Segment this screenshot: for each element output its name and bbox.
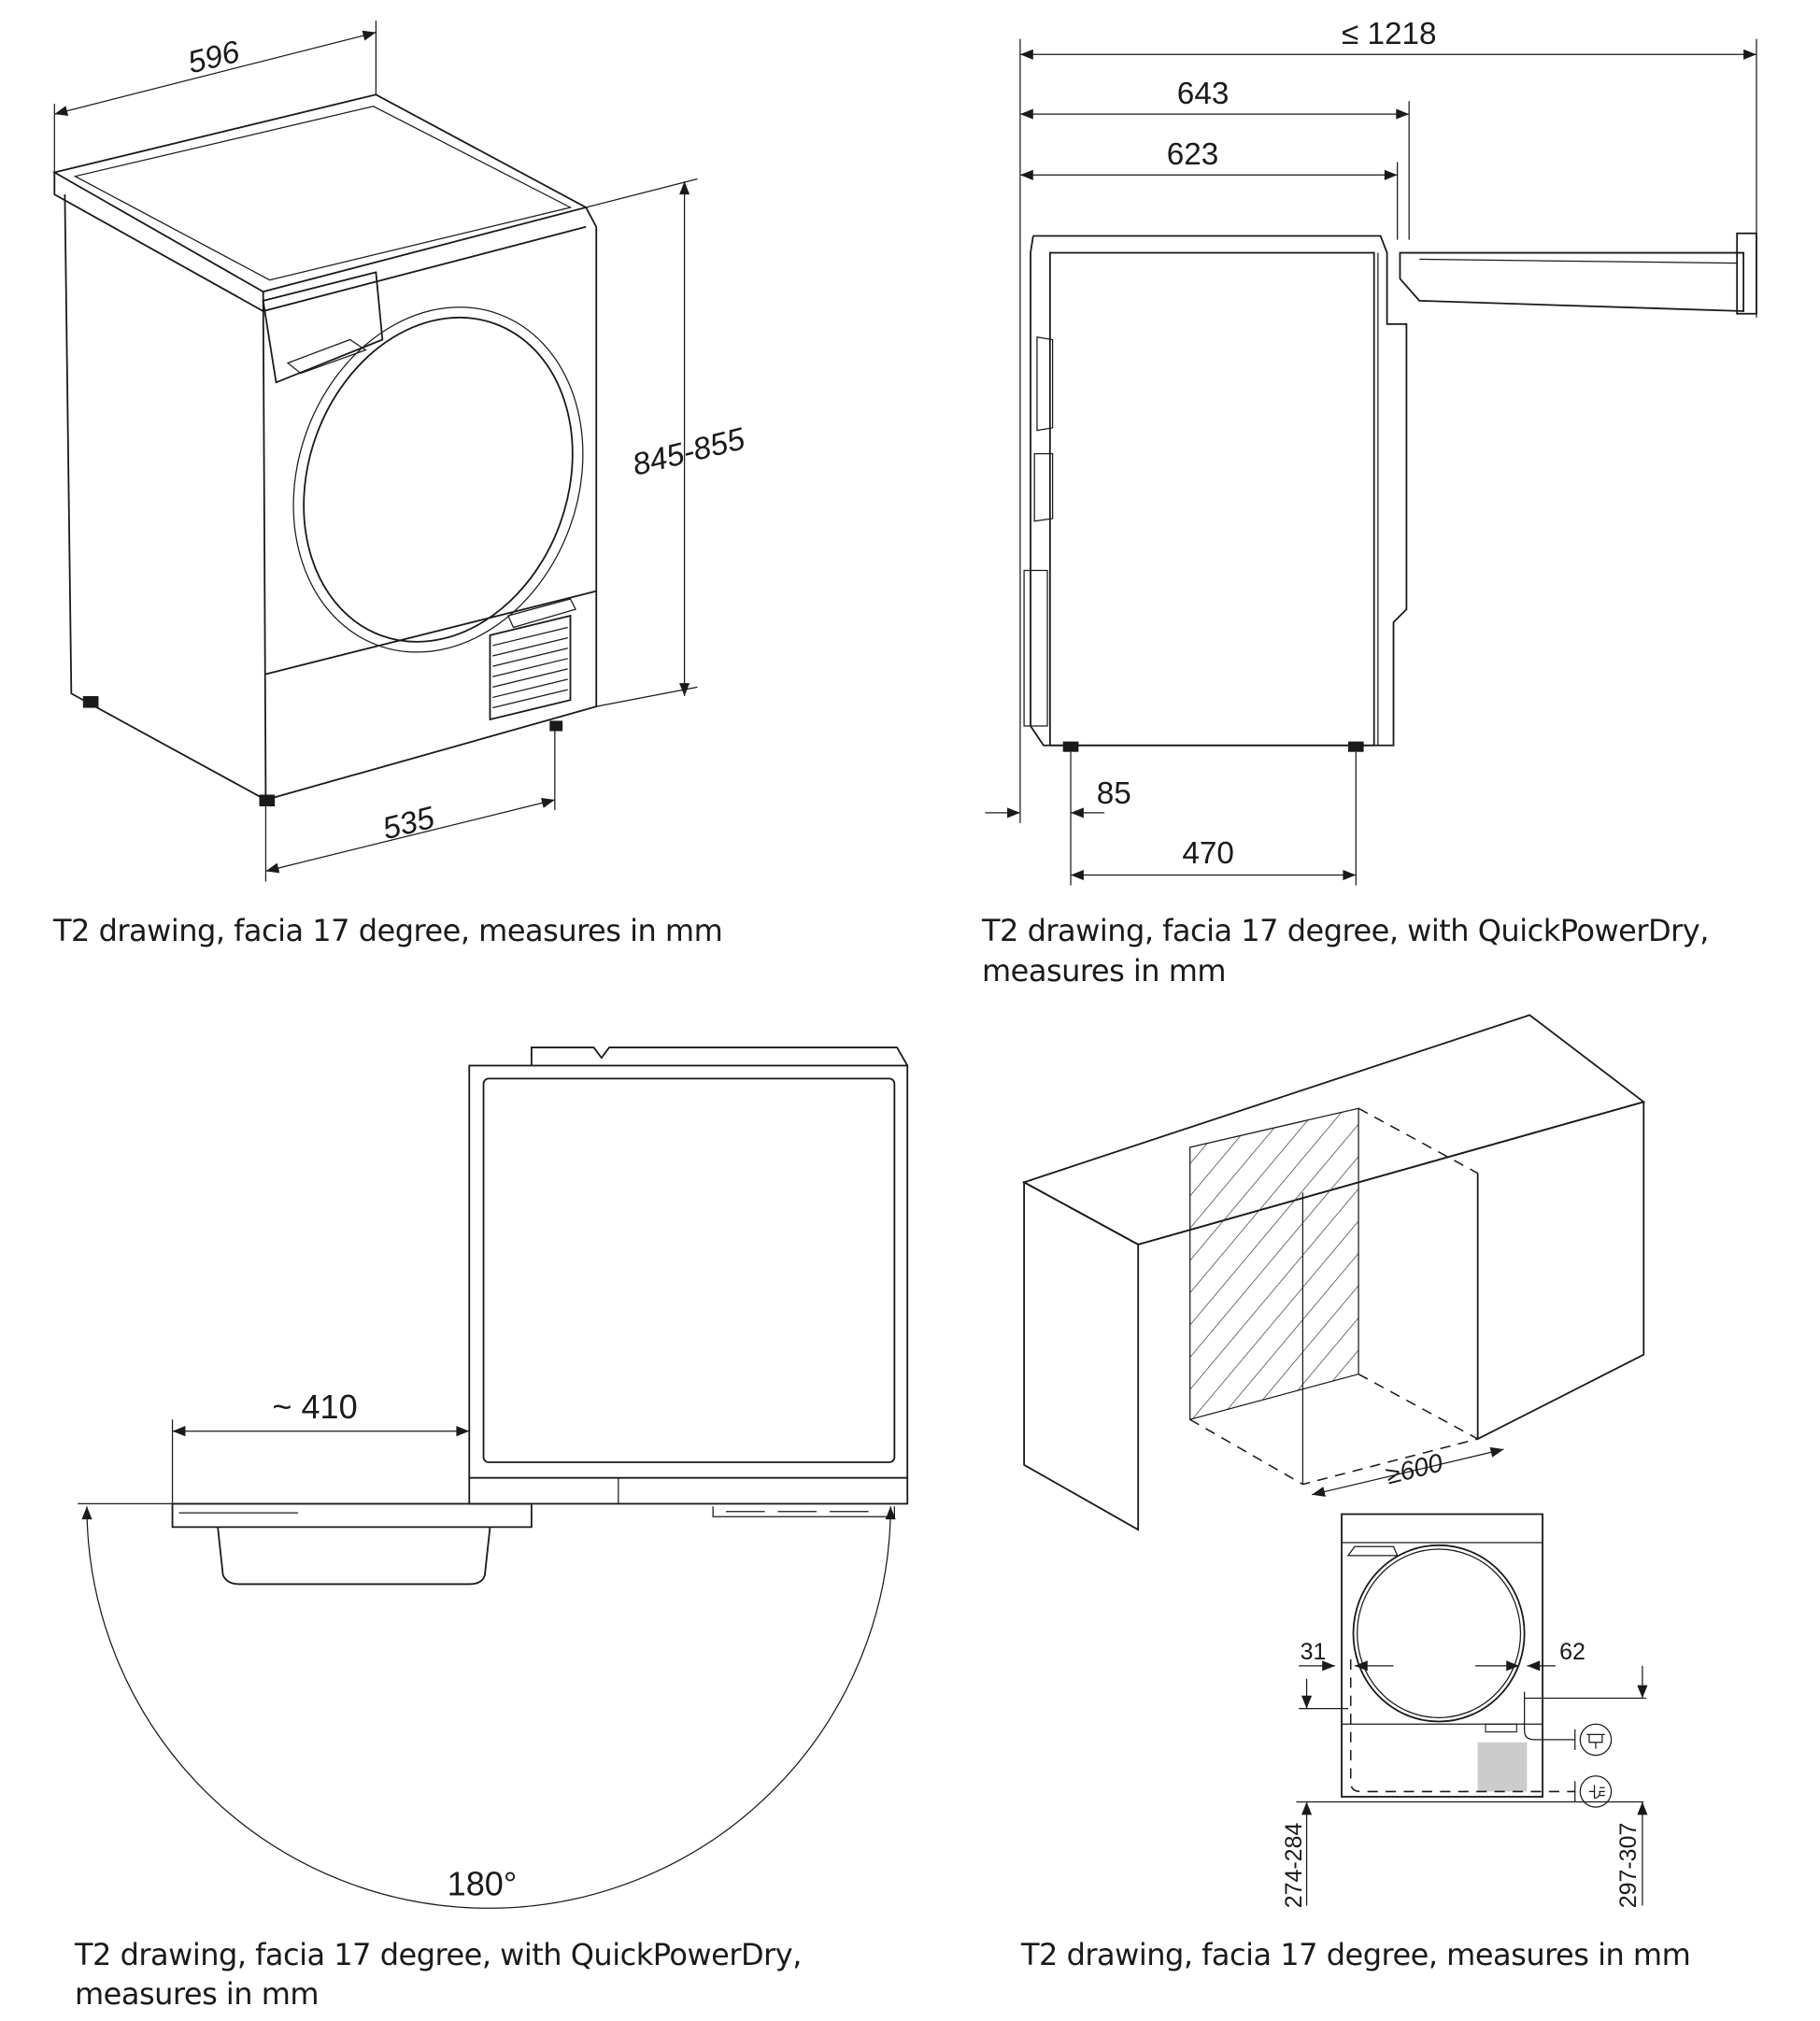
panel-top-view: ~ 410 180° — [78, 1046, 909, 1909]
dim-niche-width: ≥600 — [1383, 1447, 1446, 1489]
dim-right-offset: 62 — [1559, 1639, 1585, 1665]
dim-left-height: 274-284 — [1281, 1823, 1307, 1909]
dim-623: 623 — [1167, 137, 1219, 172]
dim-door-clearance: ~ 410 — [272, 1388, 357, 1426]
caption-panel-1: T2 drawing, facia 17 degree, measures in… — [53, 913, 723, 948]
panel-niche-install: ≥600 31 62 274-284 297-307 — [1021, 1014, 1648, 1909]
dim-width: 596 — [184, 35, 243, 80]
caption-panel-2-line1: T2 drawing, facia 17 degree, with QuickP… — [982, 913, 1709, 948]
dim-depth: 535 — [379, 801, 438, 847]
panel-isometric-dryer: 596 845-855 535 — [51, 21, 748, 882]
dim-height: 845-855 — [629, 421, 748, 483]
dim-foot-offset: 85 — [1097, 776, 1131, 811]
dim-right-height: 297-307 — [1615, 1823, 1642, 1909]
caption-panel-2-line2: measures in mm — [982, 953, 1227, 989]
panel-side-view: ≤ 1218 643 623 85 470 — [985, 17, 1757, 886]
dim-max-depth: ≤ 1218 — [1342, 17, 1437, 51]
caption-panel-3-line2: measures in mm — [75, 1976, 320, 2012]
caption-panel-3-line1: T2 drawing, facia 17 degree, with QuickP… — [75, 1937, 802, 1972]
dim-left-offset: 31 — [1301, 1639, 1327, 1665]
power-plug-icon — [1579, 1775, 1613, 1808]
water-drain-icon — [1579, 1723, 1613, 1757]
caption-panel-4: T2 drawing, facia 17 degree, measures in… — [1021, 1937, 1691, 1972]
dim-foot-spacing: 470 — [1182, 836, 1234, 871]
dim-643: 643 — [1177, 77, 1230, 111]
dim-door-angle: 180° — [448, 1864, 518, 1902]
